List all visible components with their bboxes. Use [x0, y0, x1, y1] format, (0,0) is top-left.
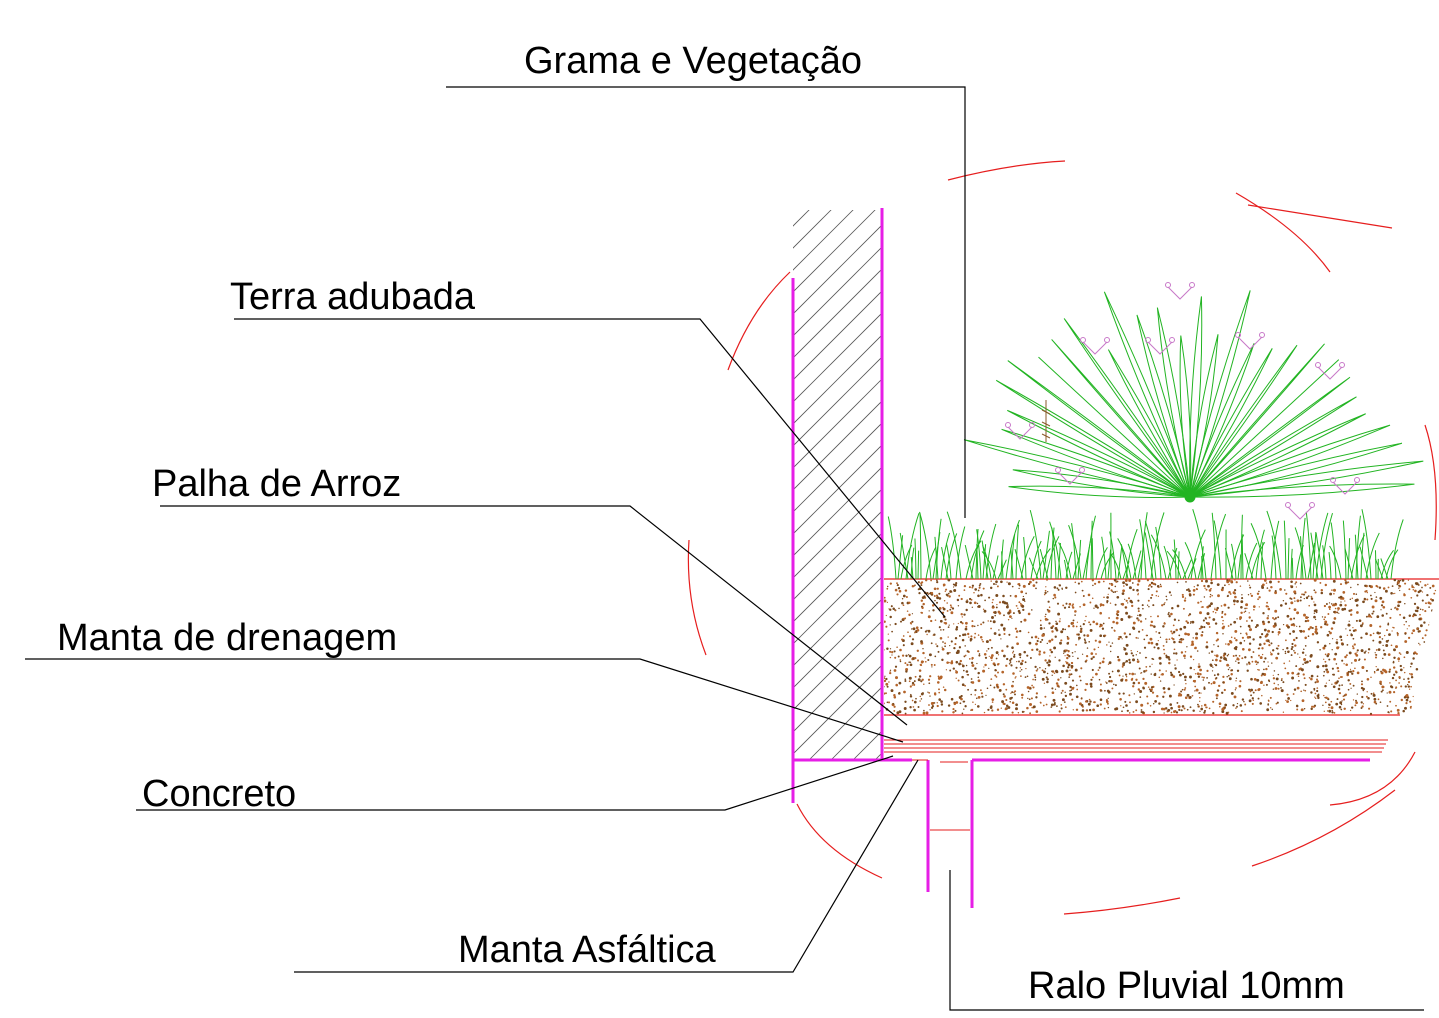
fan-palm-plant-icon [963, 290, 1424, 503]
leader-manta-asfaltica [294, 759, 919, 973]
detail-circle [687, 160, 1437, 915]
small-sprig-icon [1041, 400, 1051, 442]
leader-grama [446, 86, 966, 518]
leader-palha [160, 505, 908, 726]
label-concreto: Concreto [142, 773, 296, 815]
leader-concreto [136, 755, 894, 811]
leader-terra [234, 318, 946, 618]
hatched-wall [791, 208, 884, 803]
drainage-layers [884, 739, 1388, 753]
leader-manta-drenagem [25, 658, 904, 743]
label-ralo: Ralo Pluvial 10mm [1028, 965, 1345, 1007]
label-manta-drenagem: Manta de drenagem [57, 617, 397, 659]
terra-adubada-layer [884, 578, 1439, 716]
drain-pipe [912, 759, 974, 908]
grass-tufts-icon [887, 509, 1404, 580]
label-grama: Grama e Vegetação [524, 40, 862, 82]
label-palha: Palha de Arroz [152, 463, 401, 505]
callout-lines [25, 86, 1424, 1011]
label-terra: Terra adubada [230, 276, 476, 318]
flower-marks-icon [1005, 282, 1360, 520]
leader-ralo [949, 870, 1424, 1011]
label-manta-asfaltica: Manta Asfáltica [458, 929, 717, 971]
